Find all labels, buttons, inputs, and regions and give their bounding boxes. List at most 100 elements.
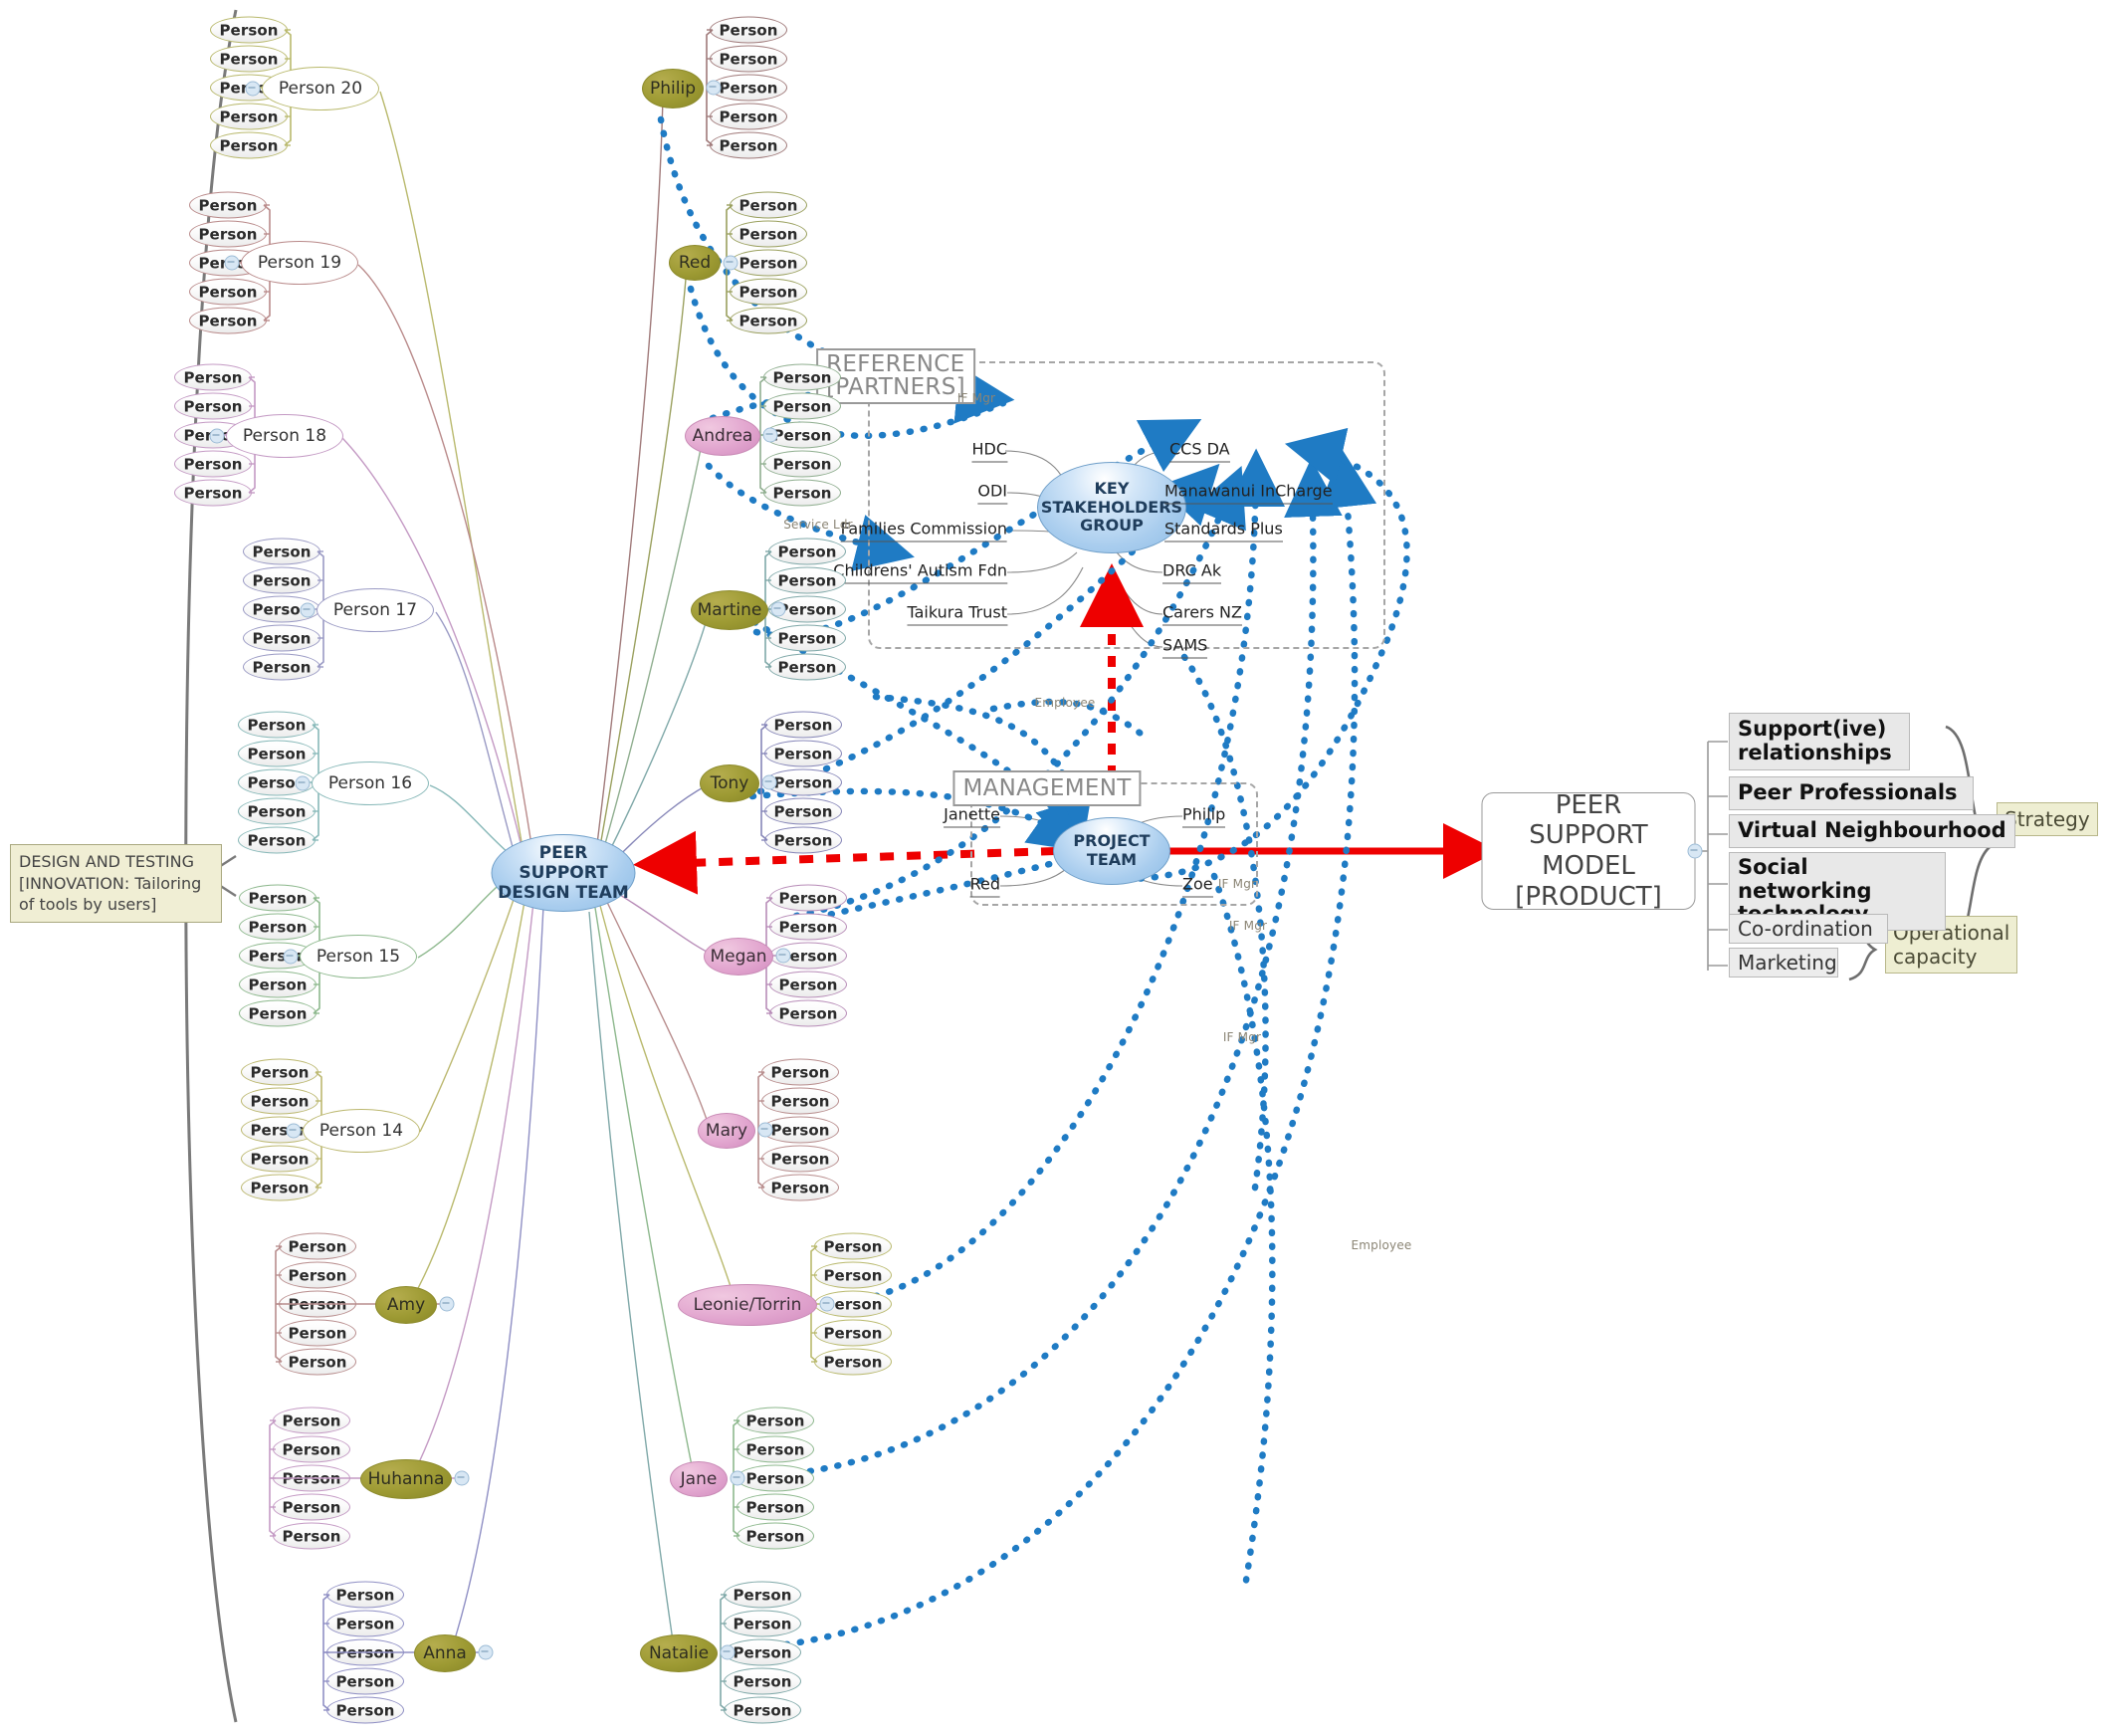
numbered-person-node[interactable]: Person 17 — [316, 588, 434, 632]
collapse-toggle[interactable] — [283, 949, 299, 965]
person-node[interactable]: Person — [243, 595, 320, 623]
person-node[interactable]: Person — [768, 566, 846, 594]
person-node[interactable]: Person — [763, 392, 841, 420]
person-node[interactable]: Person — [769, 884, 847, 912]
person-node[interactable]: Person — [710, 16, 787, 44]
person-node[interactable]: Person — [279, 1348, 356, 1376]
named-person-node[interactable]: Amy — [375, 1286, 437, 1324]
collapse-toggle[interactable] — [761, 774, 777, 790]
stakeholder-item-left[interactable]: ODI — [977, 482, 1007, 505]
person-node[interactable]: Person — [238, 740, 316, 767]
named-person-node[interactable]: Red — [669, 245, 721, 281]
person-node[interactable]: Person — [210, 103, 288, 130]
person-node[interactable]: Person — [763, 363, 841, 391]
person-node[interactable]: Person — [210, 16, 288, 44]
named-person-node[interactable]: Mary — [698, 1113, 755, 1149]
named-person-node[interactable]: Megan — [704, 938, 773, 976]
person-node[interactable]: Person — [730, 191, 807, 219]
stakeholder-item-right[interactable]: SAMS — [1162, 636, 1208, 659]
person-node[interactable]: Person — [761, 1145, 839, 1173]
person-node[interactable]: Person — [768, 538, 846, 565]
collapse-toggle[interactable] — [300, 602, 316, 618]
person-node[interactable]: Person — [710, 74, 787, 102]
named-person-node[interactable]: Martine — [691, 590, 768, 630]
person-node[interactable]: Person — [243, 653, 320, 681]
project-team-node[interactable]: PROJECT TEAM — [1053, 817, 1170, 885]
person-node[interactable]: Person — [730, 278, 807, 306]
person-node[interactable]: Person — [326, 1638, 404, 1666]
numbered-person-node[interactable]: Person 15 — [300, 935, 417, 978]
named-person-node[interactable]: Leonie/Torrin — [678, 1284, 817, 1326]
stakeholder-item-left[interactable]: Taikura Trust — [907, 603, 1007, 626]
person-node[interactable]: Person — [768, 653, 846, 681]
person-node[interactable]: Person — [710, 103, 787, 130]
stakeholder-item-right[interactable]: DRC Ak — [1162, 561, 1222, 584]
collapse-toggle[interactable] — [706, 80, 722, 96]
named-person-node[interactable]: Jane — [670, 1461, 728, 1497]
person-node[interactable]: Person — [326, 1610, 404, 1637]
person-node[interactable]: Person — [279, 1261, 356, 1289]
project-team-member[interactable]: Philip — [1182, 805, 1226, 828]
collapse-toggle[interactable] — [720, 1644, 736, 1660]
person-node[interactable]: Person — [273, 1522, 350, 1550]
person-node[interactable]: Person — [241, 1087, 318, 1115]
person-node[interactable]: Person — [737, 1435, 814, 1463]
person-node[interactable]: Person — [761, 1087, 839, 1115]
person-node[interactable]: Person — [724, 1667, 801, 1695]
person-node[interactable]: Person — [710, 131, 787, 159]
numbered-person-node[interactable]: Person 20 — [262, 67, 379, 110]
named-person-node[interactable]: Tony — [700, 764, 759, 802]
collapse-toggle[interactable] — [295, 775, 311, 791]
person-node[interactable]: Person — [764, 711, 842, 739]
person-node[interactable]: Person — [730, 307, 807, 334]
product-feature[interactable]: Support(ive) relationships — [1729, 713, 1910, 770]
person-node[interactable]: Person — [814, 1319, 892, 1347]
person-node[interactable]: Person — [761, 1174, 839, 1201]
person-node[interactable]: Person — [761, 1058, 839, 1086]
stakeholder-item-left[interactable]: Families Commission — [840, 520, 1007, 542]
person-node[interactable]: Person — [243, 538, 320, 565]
person-node[interactable]: Person — [326, 1696, 404, 1724]
person-node[interactable]: Person — [279, 1319, 356, 1347]
person-node[interactable]: Person — [737, 1522, 814, 1550]
person-node[interactable]: Person — [710, 45, 787, 73]
stakeholder-item-right[interactable]: Carers NZ — [1162, 603, 1242, 626]
key-stakeholders-group-node[interactable]: KEY STAKEHOLDERS GROUP — [1037, 462, 1186, 553]
person-node[interactable]: Person — [326, 1667, 404, 1695]
person-node[interactable]: Person — [737, 1493, 814, 1521]
person-node[interactable]: Person — [174, 450, 252, 478]
collapse-toggle[interactable] — [819, 1296, 835, 1312]
product-feature[interactable]: Co-ordination — [1729, 914, 1888, 945]
person-node[interactable]: Person — [724, 1581, 801, 1609]
person-node[interactable]: Person — [238, 826, 316, 854]
person-node[interactable]: Person — [238, 797, 316, 825]
stakeholder-item-right[interactable]: Manawanui InCharge — [1164, 482, 1333, 505]
person-node[interactable]: Person — [769, 999, 847, 1027]
collapse-toggle[interactable] — [775, 948, 791, 964]
person-node[interactable]: Person — [238, 768, 316, 796]
person-node[interactable]: Person — [326, 1581, 404, 1609]
person-node[interactable]: Person — [737, 1407, 814, 1434]
collapse-toggle[interactable] — [224, 255, 240, 271]
product-feature[interactable]: Peer Professionals — [1729, 776, 1974, 810]
person-node[interactable]: Person — [241, 1058, 318, 1086]
person-node[interactable]: Person — [174, 392, 252, 420]
person-node[interactable]: Person — [763, 479, 841, 507]
collapse-toggle[interactable] — [209, 428, 225, 444]
numbered-person-node[interactable]: Person 14 — [303, 1109, 420, 1153]
product-feature[interactable]: Virtual Neighbourhood — [1729, 814, 2015, 848]
collapse-toggle[interactable] — [730, 1470, 745, 1486]
person-node[interactable]: Person — [763, 450, 841, 478]
collapse-toggle[interactable] — [478, 1644, 494, 1660]
numbered-person-node[interactable]: Person 19 — [241, 241, 358, 285]
person-node[interactable]: Person — [761, 1116, 839, 1144]
person-node[interactable]: Person — [724, 1696, 801, 1724]
person-node[interactable]: Person — [768, 624, 846, 652]
peer-support-design-team-node[interactable]: PEER SUPPORT DESIGN TEAM — [491, 834, 636, 912]
person-node[interactable]: Person — [764, 797, 842, 825]
collapse-toggle[interactable] — [245, 81, 261, 97]
person-node[interactable]: Person — [239, 971, 316, 998]
person-node[interactable]: Person — [814, 1232, 892, 1260]
person-node[interactable]: Person — [273, 1493, 350, 1521]
peer-support-model-product-box[interactable]: PEER SUPPORT MODEL [PRODUCT] — [1481, 790, 1696, 912]
